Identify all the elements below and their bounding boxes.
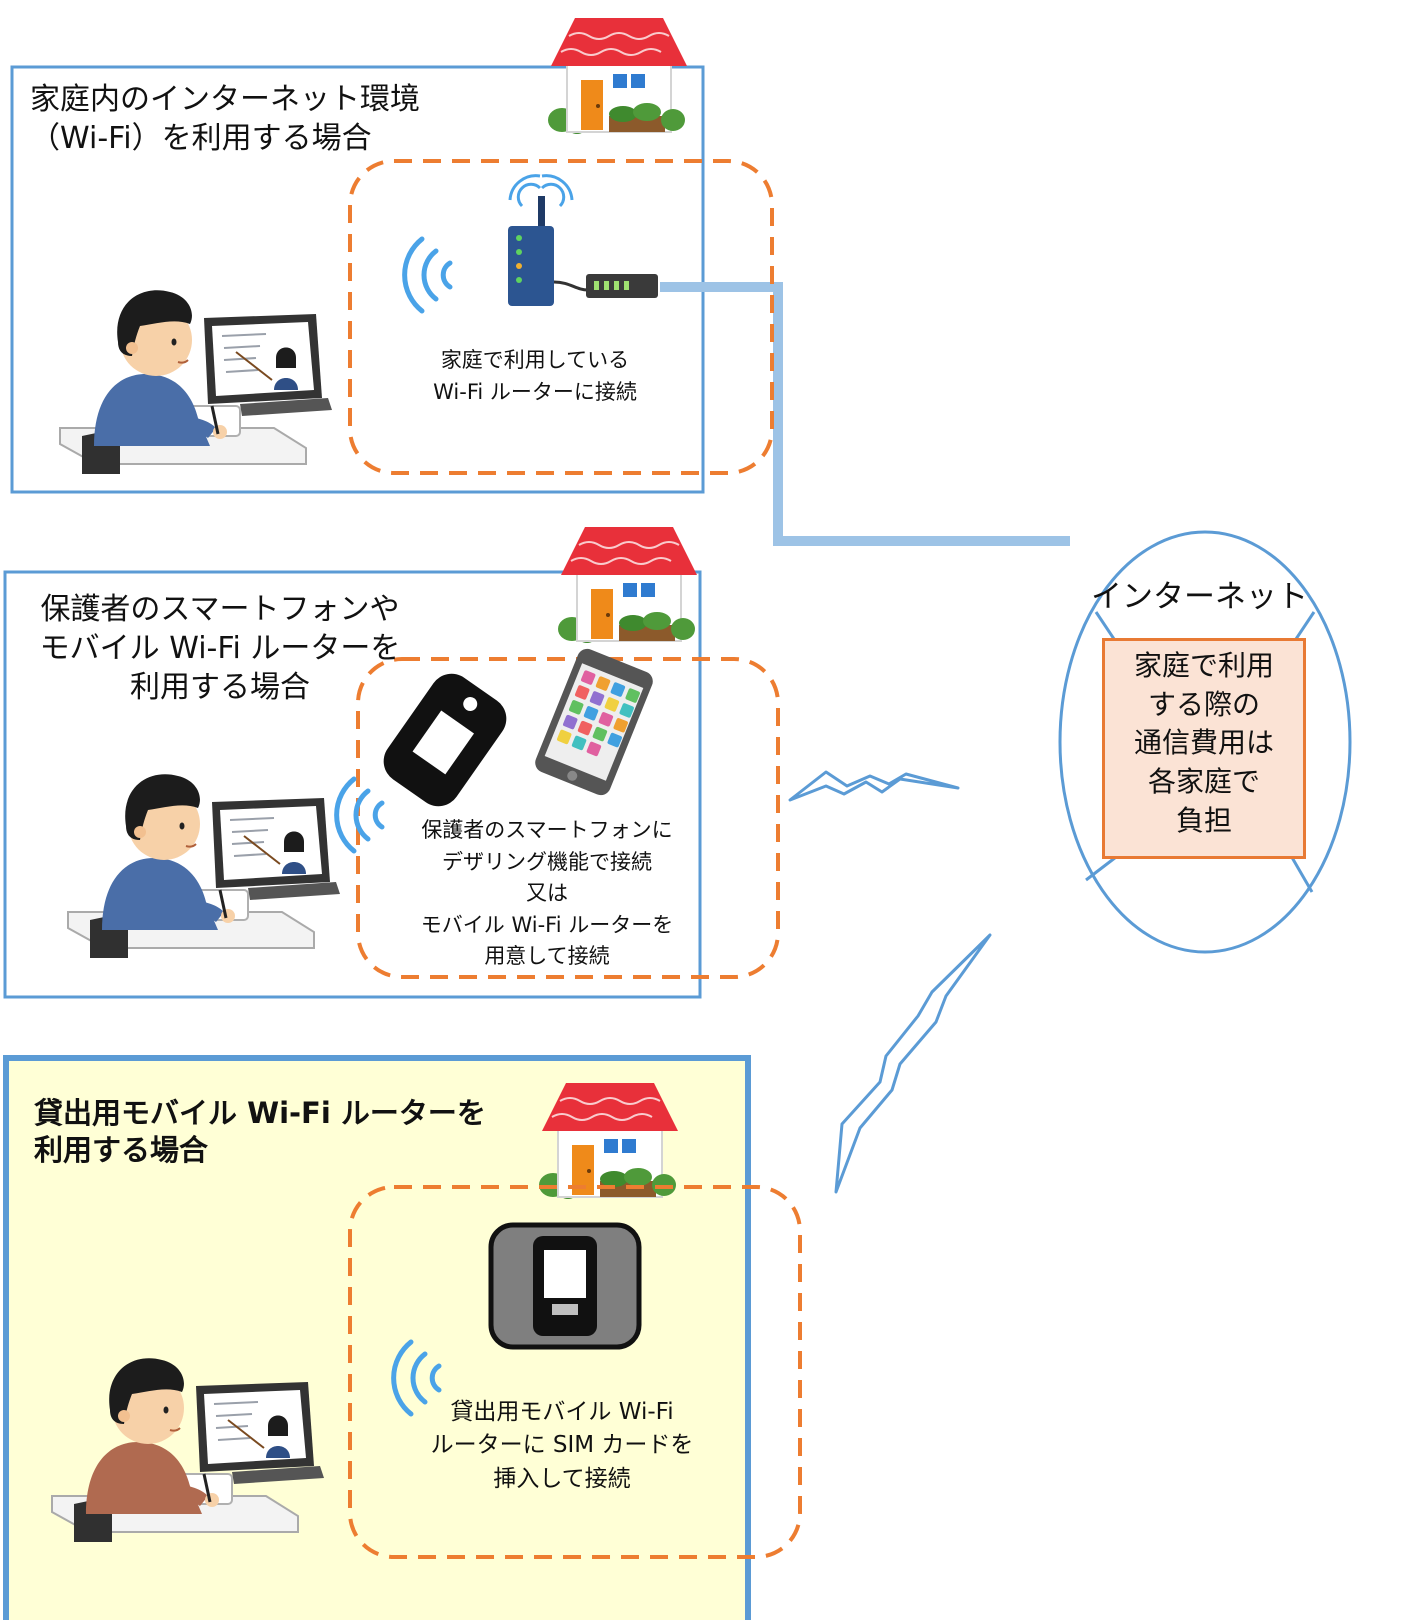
panel-loaner-router-caption: 貸出用モバイル Wi-Fi ルーターに SIM カードを 挿入して接続 [430, 1399, 694, 1492]
mobile-router-icon [383, 673, 507, 807]
dashed-boundary [348, 1185, 802, 1559]
wireless-link-bolt [788, 770, 960, 802]
house-icon [538, 1082, 679, 1200]
panel-loaner-router-title: 貸出用モバイル Wi-Fi ルーターを 利用する場合 [34, 1096, 486, 1167]
internet-label: インターネット [1091, 579, 1308, 615]
cable-line [660, 282, 1070, 546]
communication-cost-note: 家庭で利用 する際の 通信費用は 各家庭で 負担 [1102, 638, 1306, 859]
house-icon [557, 526, 698, 644]
smartphone-icon [535, 648, 653, 796]
panel-parent-phone-caption: 保護者のスマートフォンに デザリング機能で接続 又は モバイル Wi-Fi ルー… [420, 818, 674, 968]
wireless-link-bolt [834, 933, 992, 1194]
wifi-router-icon [508, 174, 658, 306]
panel-parent-phone-title: 保護者のスマートフォンや モバイル Wi-Fi ルーターを 利用する場合 [39, 592, 401, 705]
panel-home-wifi-caption: 家庭で利用している Wi-Fi ルーターに接続 [433, 348, 637, 404]
loaner-mobile-router-icon [488, 1222, 642, 1350]
panel-home-wifi-title: 家庭内のインターネット環境 （Wi-Fi）を利用する場合 [30, 82, 420, 156]
house-icon [547, 17, 688, 135]
